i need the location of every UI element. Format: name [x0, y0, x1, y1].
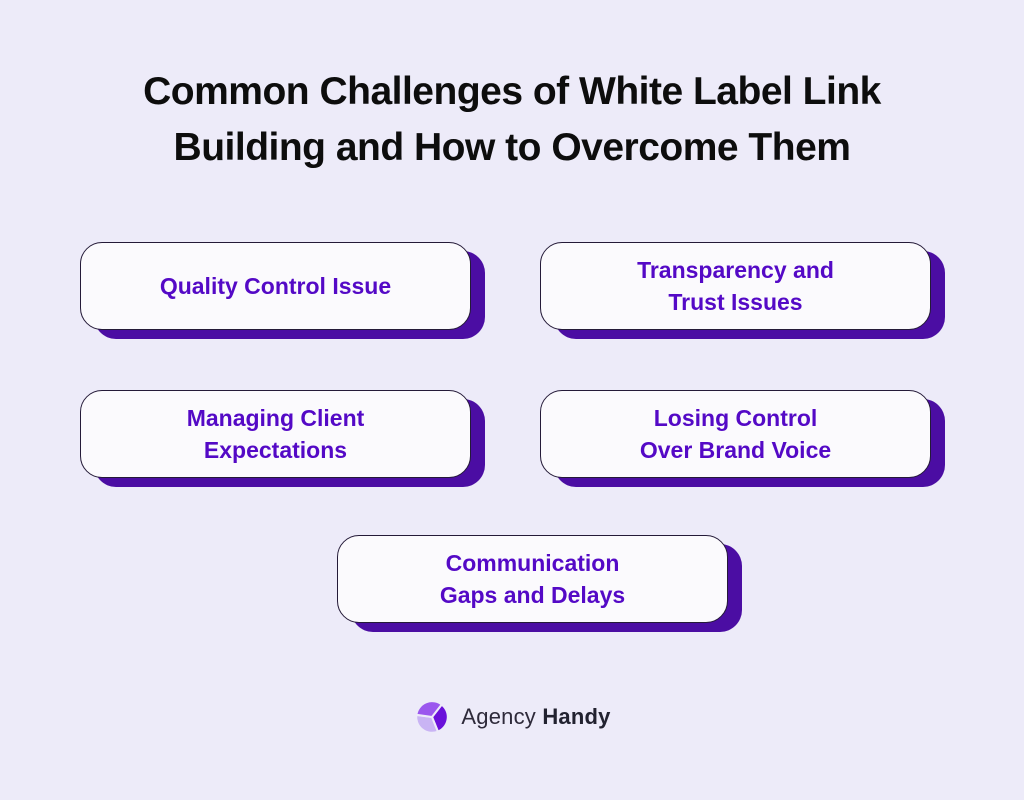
page-title-line-2: Building and How to Overcome Them	[173, 126, 851, 169]
challenge-card-label: Managing Client	[186, 405, 365, 431]
challenge-card-transparency-trust: Transparency and Trust Issues	[540, 242, 931, 330]
challenge-card-brand-voice: Losing Control Over Brand Voice	[540, 390, 931, 478]
challenge-card-label: Losing Control	[653, 405, 818, 431]
challenge-card-label: Gaps and Delays	[439, 582, 626, 608]
brand-name-regular: Agency	[461, 704, 543, 729]
brand-name: Agency Handy	[461, 704, 610, 730]
challenge-card-label: Communication	[445, 550, 620, 576]
challenge-card-label: Trust Issues	[668, 289, 803, 315]
page-title-line-1: Common Challenges of White Label Link	[143, 70, 881, 113]
challenge-card-label: Expectations	[203, 437, 348, 463]
page-title: Common Challenges of White Label Link Bu…	[0, 64, 1024, 176]
challenge-card-label: Transparency and	[637, 257, 834, 283]
challenge-card-client-expectations: Managing Client Expectations	[80, 390, 471, 478]
brand-name-bold: Handy	[542, 704, 611, 729]
triskelion-swirl-icon	[415, 700, 450, 734]
challenge-card-quality-control: Quality Control Issue	[80, 242, 471, 330]
brand-footer: Agency Handy	[0, 698, 1024, 736]
challenge-card-label: Over Brand Voice	[639, 437, 832, 463]
challenge-card-label: Quality Control Issue	[159, 273, 392, 299]
challenge-card-communication-gaps: Communication Gaps and Delays	[337, 535, 728, 623]
